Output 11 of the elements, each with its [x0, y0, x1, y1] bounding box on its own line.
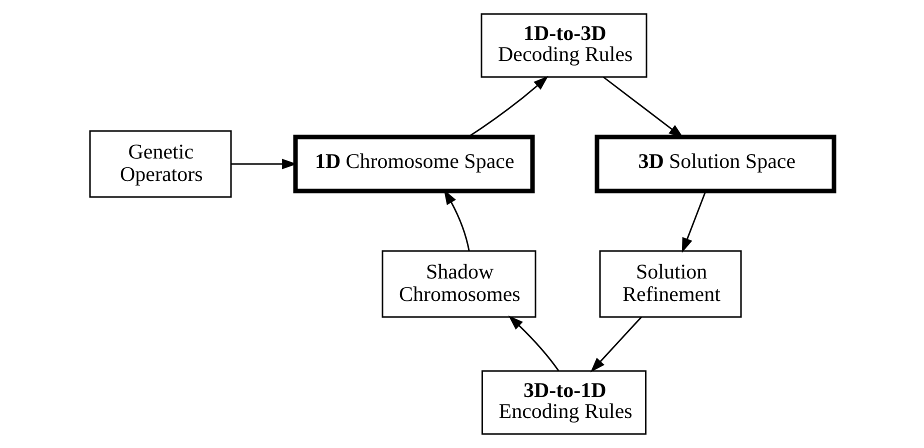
node-box: Solution Refinement [599, 250, 742, 318]
node-box: 3D-to-1D Encoding Rules [482, 370, 646, 435]
node-box: Genetic Operators [89, 130, 232, 198]
arrow [468, 76, 548, 138]
node-box: Shadow Chromosomes [382, 250, 536, 318]
arrow [682, 191, 706, 253]
node-box: 3D Solution Space [594, 134, 836, 194]
arrow [590, 316, 642, 372]
node-box: 1D-to-3D Decoding Rules [480, 13, 648, 78]
arrow [508, 316, 560, 372]
node-box: 1D Chromosome Space [293, 134, 535, 194]
